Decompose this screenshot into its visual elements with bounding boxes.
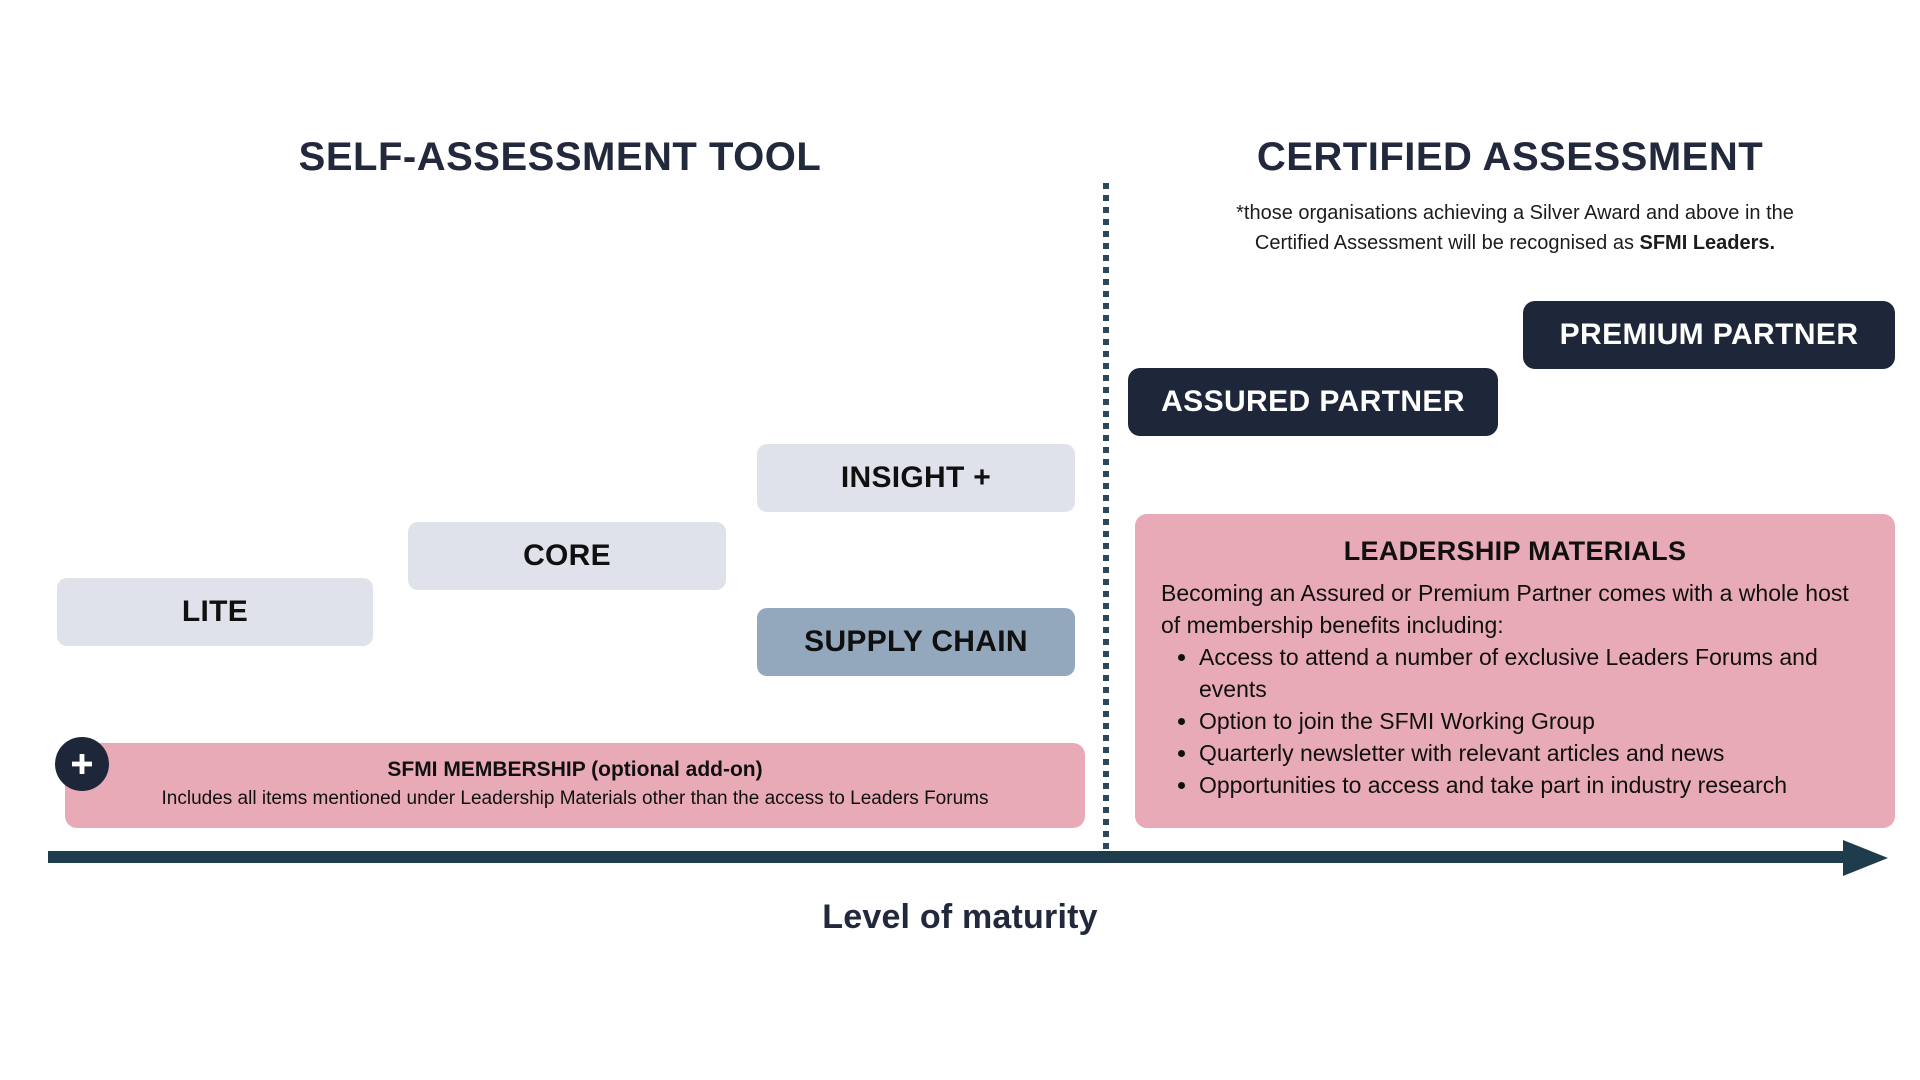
step-box-core[interactable]: CORE [408, 522, 726, 590]
cert-note-line-2-prefix: Certified Assessment will be recognised … [1254, 232, 1640, 254]
partner-box-assured[interactable]: ASSURED PARTNER [1128, 368, 1498, 436]
certified-assessment-title: CERTIFIED ASSESSMENT [1256, 135, 1764, 179]
step-box-supply-chain[interactable]: SUPPLY CHAIN [757, 608, 1075, 676]
self-assessment-tool-title: SELF-ASSESSMENT TOOL [298, 135, 822, 179]
list-item: Quarterly newsletter with relevant artic… [1199, 737, 1869, 769]
certified-assessment-note: *those organisations achieving a Silver … [1185, 198, 1845, 258]
leadership-materials-intro: Becoming an Assured or Premium Partner c… [1161, 580, 1849, 638]
level-of-maturity-arrow [48, 840, 1888, 876]
cert-note-line-1: *those organisations achieving a Silver … [1236, 202, 1794, 224]
sfmi-membership-title: SFMI MEMBERSHIP (optional add-on) [387, 758, 763, 781]
cert-note-sfmi-leaders: SFMI Leaders. [1639, 232, 1776, 254]
plus-icon [55, 737, 109, 791]
step-box-insight-plus[interactable]: INSIGHT + [757, 444, 1075, 512]
leadership-materials-panel: LEADERSHIP MATERIALS Becoming an Assured… [1135, 514, 1895, 828]
partner-box-premium[interactable]: PREMIUM PARTNER [1523, 301, 1895, 369]
list-item: Option to join the SFMI Working Group [1199, 705, 1869, 737]
list-item: Access to attend a number of exclusive L… [1199, 641, 1869, 705]
leadership-materials-benefit-list: Access to attend a number of exclusive L… [1161, 641, 1869, 801]
level-of-maturity-label: Level of maturity [822, 898, 1098, 936]
list-item: Opportunities to access and take part in… [1199, 769, 1869, 801]
sfmi-membership-bar: SFMI MEMBERSHIP (optional add-on) Includ… [65, 743, 1085, 828]
leadership-materials-title: LEADERSHIP MATERIALS [1343, 536, 1687, 566]
step-box-lite[interactable]: LITE [57, 578, 373, 646]
column-divider-dotted-line [1103, 183, 1109, 858]
sfmi-membership-subtitle: Includes all items mentioned under Leade… [161, 788, 989, 809]
